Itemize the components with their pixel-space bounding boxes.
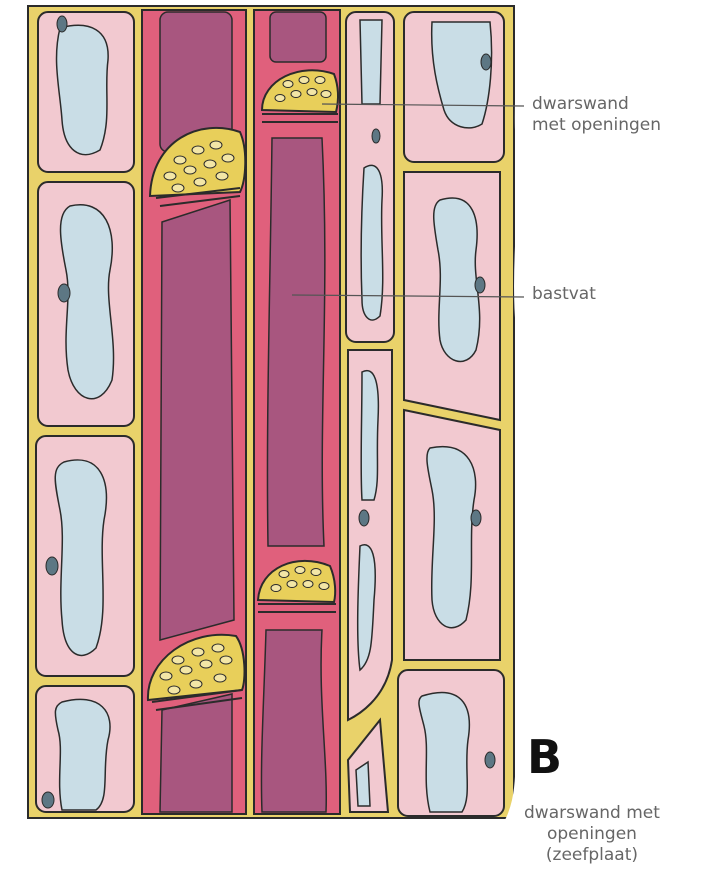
nucleus <box>481 54 491 70</box>
sieve-tube-middle <box>254 10 340 814</box>
sieve-tube-left <box>142 10 246 814</box>
sieve-plate-caption-line3: (zeefplaat) <box>524 845 660 866</box>
nucleus <box>372 129 380 143</box>
cross-wall-label-line1: dwarswand <box>532 94 661 115</box>
sieve-plate-caption-line2: openingen <box>524 824 660 845</box>
left-parenchyma-column <box>36 12 134 812</box>
figure-letter: B <box>527 730 562 784</box>
sieve-tube-label: bastvat <box>532 284 596 305</box>
sieve-plate-caption: dwarswand met openingen (zeefplaat) <box>524 803 660 866</box>
cross-wall-label-line2: met openingen <box>532 115 661 136</box>
nucleus <box>42 792 54 808</box>
nucleus <box>485 752 495 768</box>
sieve-plate-caption-line1: dwarswand met <box>524 803 660 824</box>
nucleus <box>359 510 369 526</box>
nucleus <box>475 277 485 293</box>
nucleus <box>471 510 481 526</box>
nucleus <box>58 284 70 302</box>
cross-wall-label: dwarswand met openingen <box>532 94 661 136</box>
nucleus <box>57 16 67 32</box>
nucleus <box>46 557 58 575</box>
